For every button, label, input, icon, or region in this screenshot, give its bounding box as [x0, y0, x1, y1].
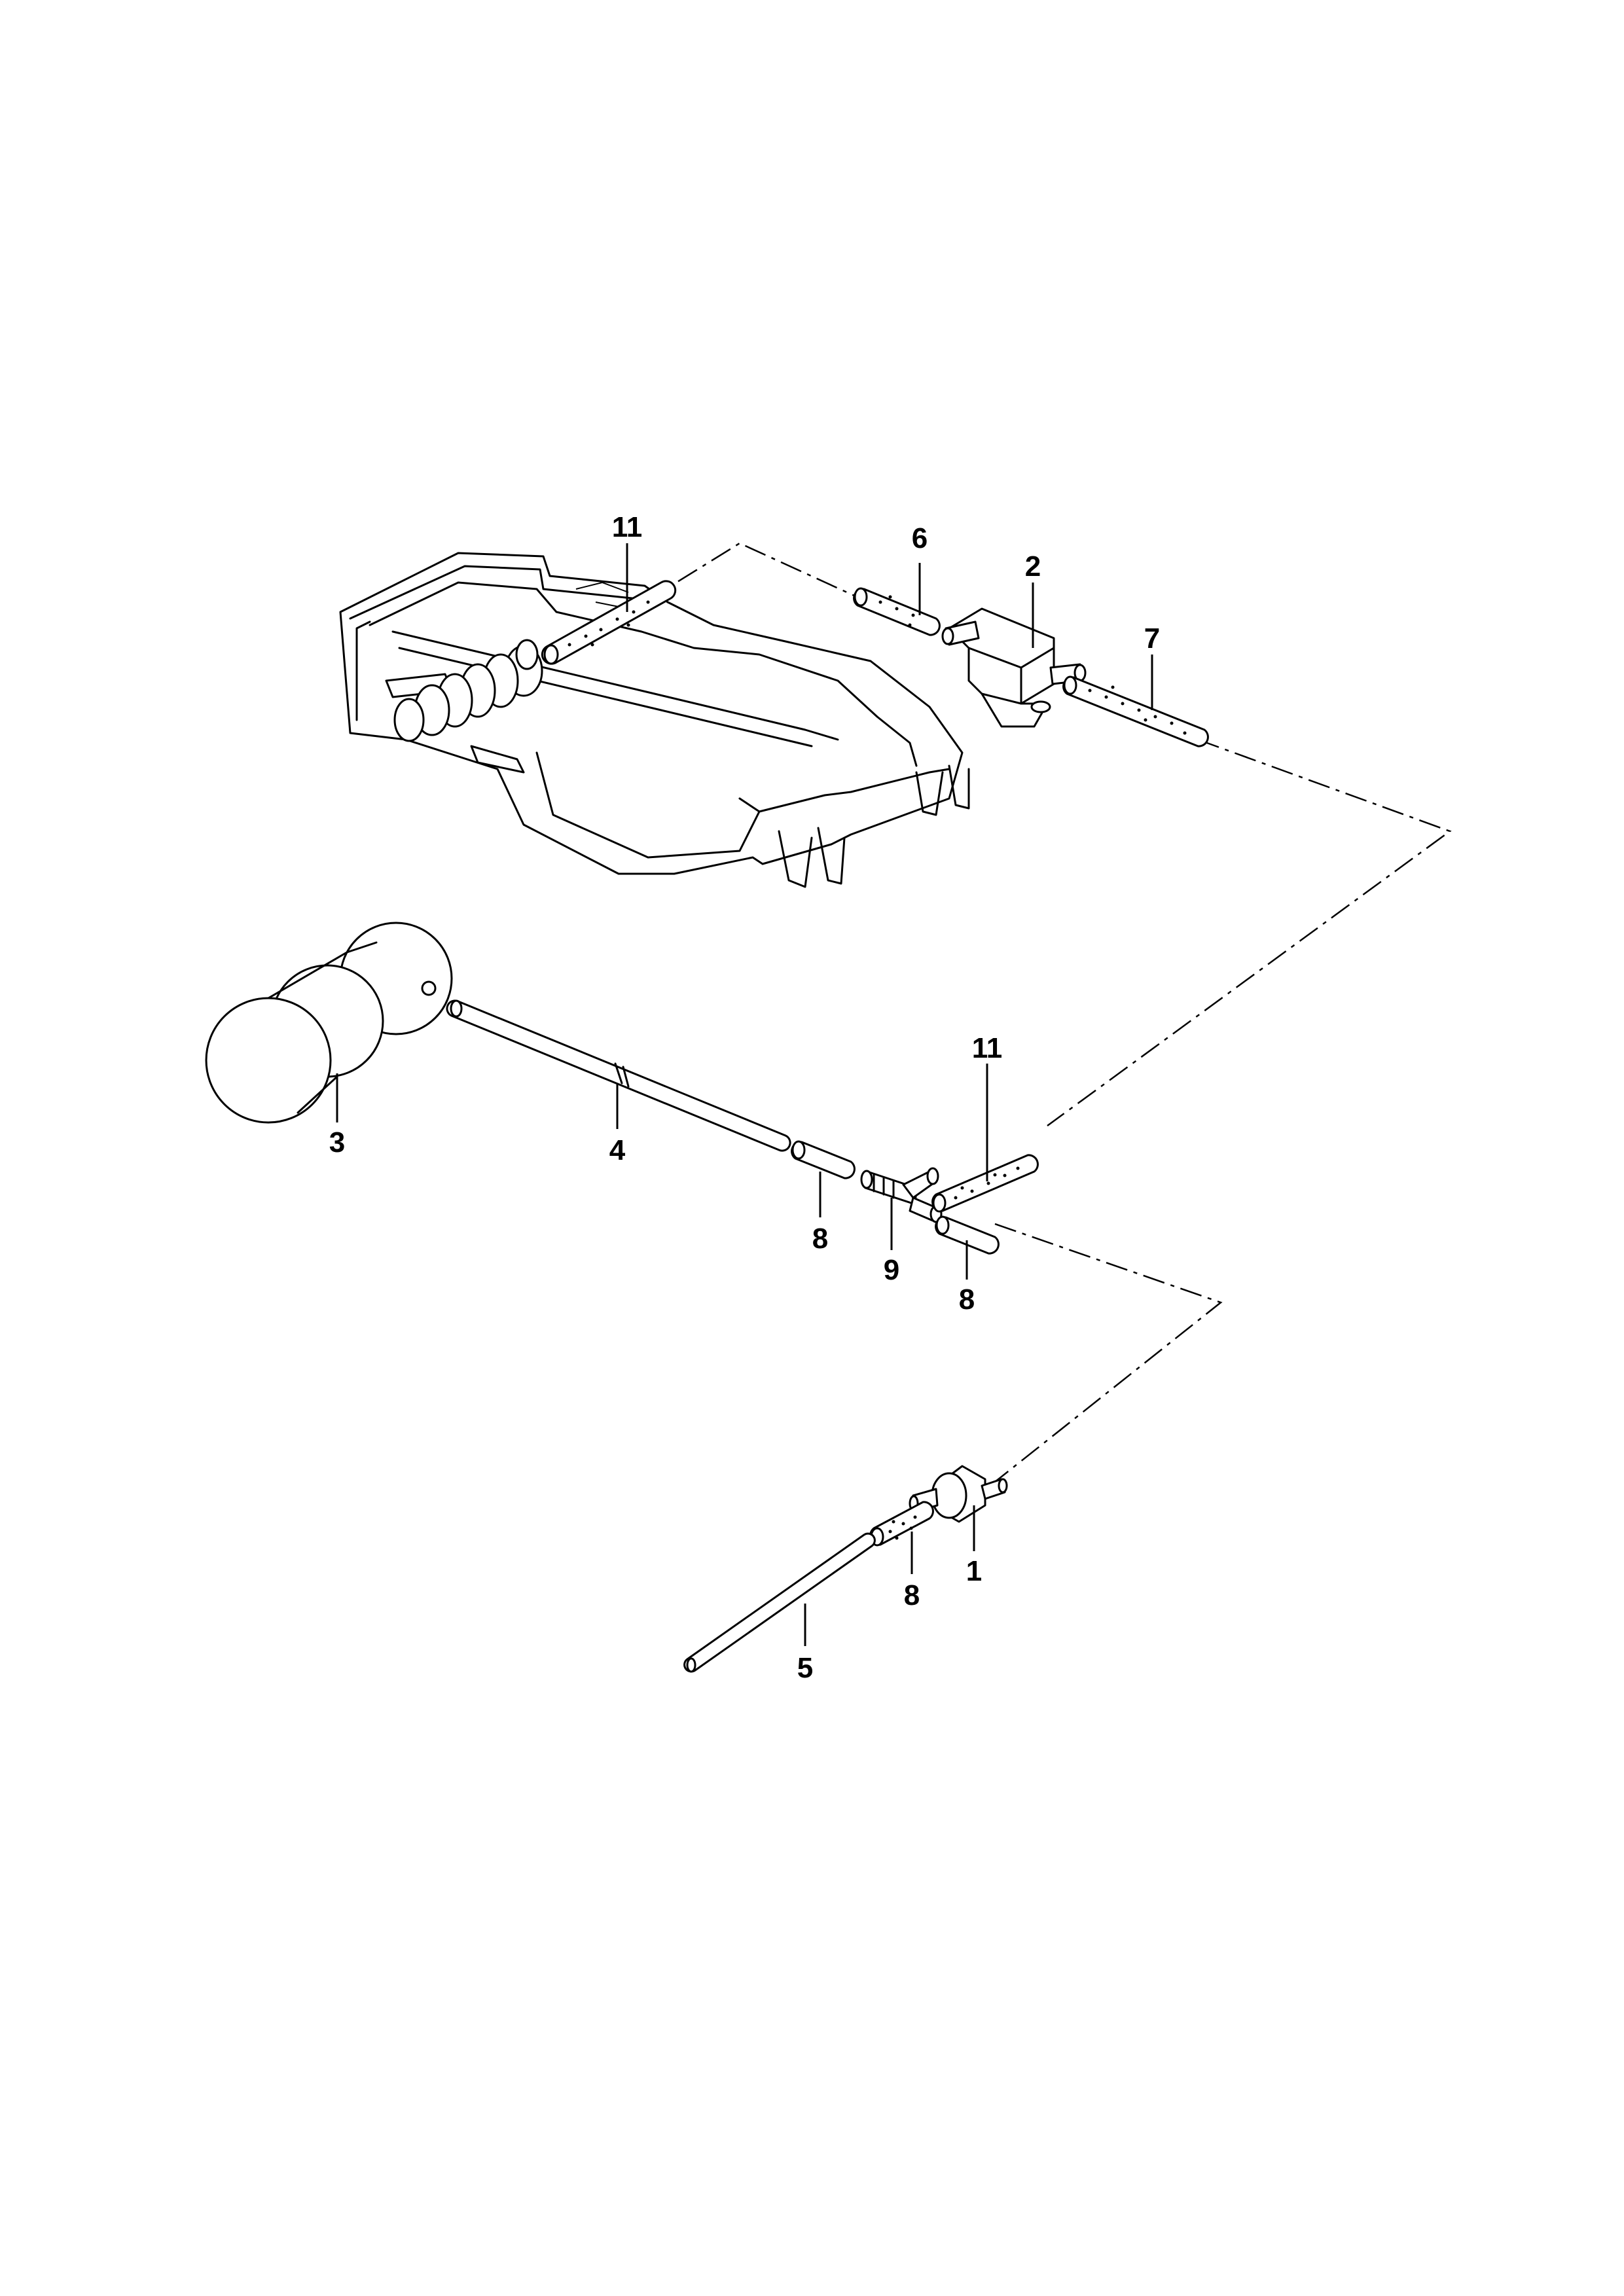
container-3 — [205, 922, 453, 1124]
leader-lines — [336, 543, 1153, 1646]
valve-2 — [941, 607, 1087, 728]
filter-1 — [909, 1465, 1008, 1523]
canister-neck — [393, 639, 543, 742]
callouts: 11 6 2 7 11 3 4 8 9 8 1 8 5 — [329, 511, 1160, 1684]
hose-8-right — [935, 1215, 1000, 1255]
callout-9: 9 — [884, 1254, 899, 1286]
callout-3: 3 — [329, 1126, 345, 1158]
callout-8-bottom: 8 — [904, 1579, 920, 1611]
callout-2: 2 — [1025, 550, 1041, 583]
hose-11-upper — [541, 580, 677, 665]
hose-6 — [853, 587, 941, 636]
hose-8-left — [791, 1140, 856, 1179]
callout-1: 1 — [966, 1555, 982, 1587]
hose-8-bottom — [869, 1501, 934, 1547]
callout-11-upper: 11 — [612, 511, 643, 543]
callout-6: 6 — [912, 522, 928, 554]
callout-5: 5 — [797, 1652, 813, 1684]
callout-7: 7 — [1144, 622, 1160, 655]
callout-11-lower: 11 — [972, 1032, 1003, 1064]
connector-9 — [860, 1167, 943, 1223]
callout-8-right: 8 — [959, 1283, 975, 1316]
tube-5 — [683, 1532, 876, 1673]
callout-8-left: 8 — [812, 1223, 828, 1255]
carbon-canister — [339, 552, 970, 888]
hose-11-lower — [931, 1154, 1039, 1213]
hose-7 — [1062, 675, 1209, 747]
tube-4 — [446, 999, 791, 1152]
callout-4: 4 — [609, 1134, 626, 1166]
